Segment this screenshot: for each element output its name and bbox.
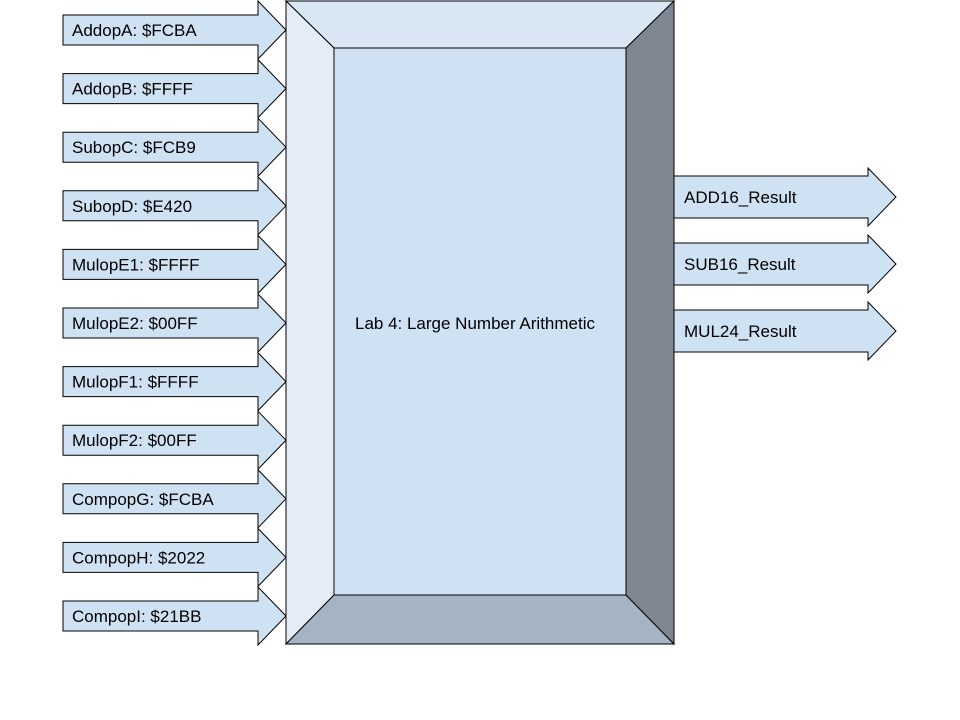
block-title: Lab 4: Large Number Arithmetic	[355, 314, 596, 333]
input-4-label: SubopD: $E420	[72, 197, 192, 216]
block-bevel-top	[284, 0, 676, 49]
input-3-label: SubopC: $FCB9	[72, 138, 196, 157]
input-8-label: MulopF2: $00FF	[72, 431, 197, 450]
input-1-arrow	[62, 0, 287, 61]
input-8-arrow	[62, 409, 287, 471]
output-3-label: MUL24_Result	[684, 322, 797, 341]
output-1-label: ADD16_Result	[684, 188, 797, 207]
input-5-label: MulopE1: $FFFF	[72, 255, 200, 274]
input-7-label: MulopF1: $FFFF	[72, 373, 199, 392]
input-9-label: CompopG: $FCBA	[72, 490, 214, 509]
input-6-arrow	[62, 292, 287, 354]
input-3-arrow	[62, 116, 287, 178]
input-2-arrow	[62, 58, 287, 119]
input-5-arrow	[62, 234, 287, 295]
block-face	[333, 47, 627, 596]
block-bevel-bottom	[284, 594, 676, 645]
output-1-arrow	[673, 166, 897, 228]
block-bevel-right	[625, 0, 675, 646]
input-1-label: AddopA: $FCBA	[72, 21, 197, 40]
input-6-label: MulopE2: $00FF	[72, 314, 198, 333]
input-11-label: CompopI: $21BB	[72, 607, 201, 626]
arithmetic-block: Lab 4: Large Number Arithmetic	[284, 0, 676, 646]
output-2-arrow	[673, 233, 897, 295]
output-2-label: SUB16_Result	[684, 255, 796, 274]
input-arrows: AddopA: $FCBA AddopB: $FFFF SubopC: $FCB9S…	[62, 0, 287, 647]
input-10-label: CompopH: $2022	[72, 548, 205, 567]
block-bevel-left	[285, 0, 335, 646]
input-4-arrow	[62, 175, 287, 237]
output-3-arrow	[673, 300, 897, 362]
input-10-arrow	[62, 527, 287, 588]
input-11-arrow	[62, 585, 287, 647]
input-2-label: AddopB: $FFFF	[72, 80, 193, 99]
input-7-arrow	[62, 351, 287, 412]
input-9-arrow	[62, 468, 287, 530]
